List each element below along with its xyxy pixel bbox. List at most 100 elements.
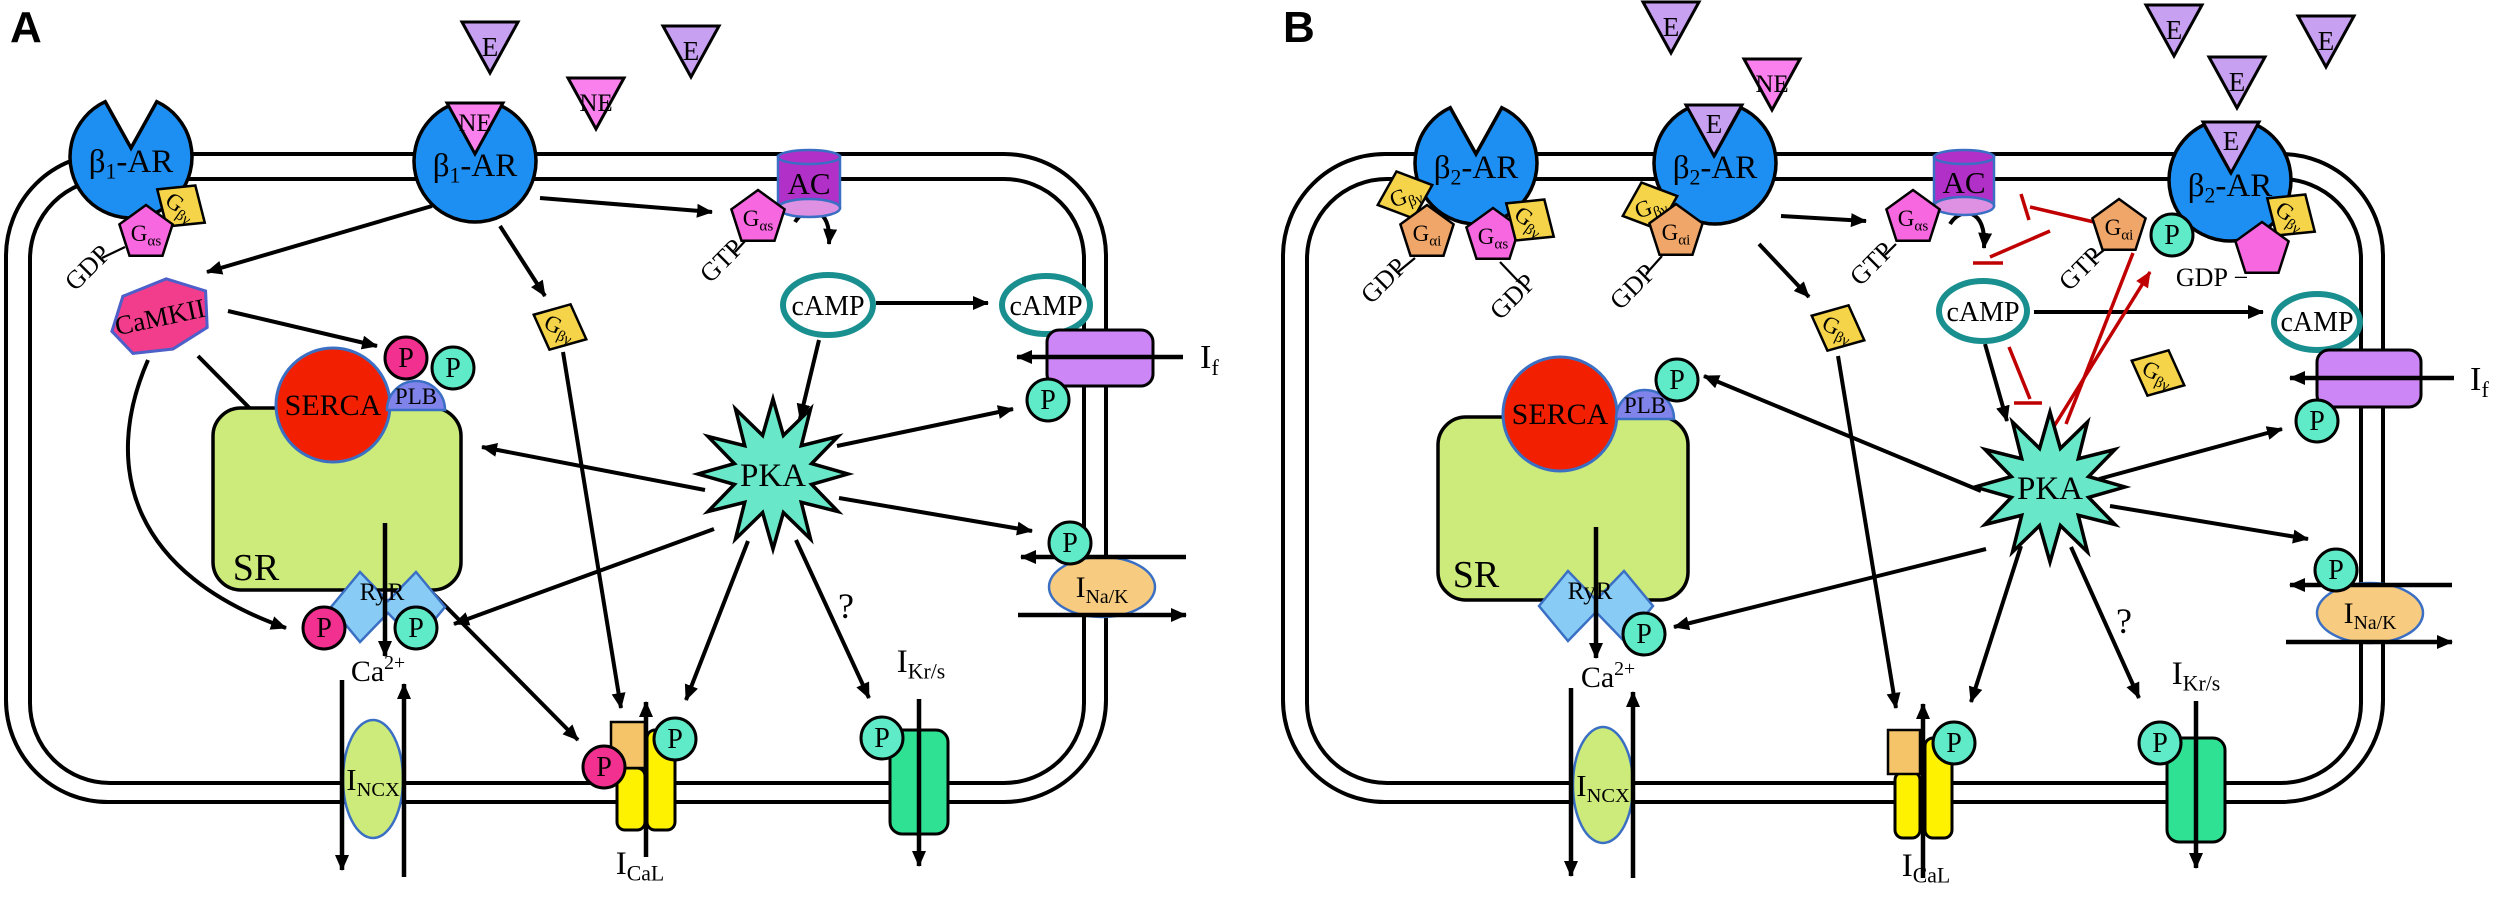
a-pka-label: PKA [740, 458, 806, 494]
a-p-ical-teal-label: P [667, 724, 683, 755]
b-gdp-tick-1 [1397, 257, 1416, 273]
cell-membrane-b [1281, 152, 2385, 804]
b-p-receptor-3 [2149, 212, 2195, 258]
panel-a-letter: A [10, 3, 42, 52]
b-gdp-dash-label: GDP − [2176, 263, 2248, 292]
b-gas-gtp-label: Gαs [1898, 206, 1929, 235]
b-gdp-tick-3 [1645, 255, 1663, 275]
b-gbg-free-1: Gβγ [1799, 291, 1877, 365]
arrow-a-camkii-to-ryr-p [126, 359, 287, 630]
a-if-label: If [1200, 339, 1219, 380]
b-ca-label: Ca2+ [1581, 658, 1635, 694]
current-arrows [335, 350, 2454, 878]
b-if-label: If [2470, 361, 2489, 402]
phosphate-badges: P P P P P P P P P P P P P P P P [301, 212, 2359, 790]
arrow-a-pka-to-inak-p [838, 496, 1033, 536]
b-e-bound-label-2: E [1706, 109, 1723, 139]
b-gas-label-1: Gαs [1478, 224, 1509, 253]
a-p-ical-pink [581, 744, 627, 790]
a-ca-label: Ca2+ [351, 652, 405, 688]
a-p-inak-label: P [1062, 528, 1078, 559]
arrow-b-gbg-to-ical [1836, 355, 1901, 709]
arrow-b-pka-to-ikrs-p [2069, 546, 2141, 699]
a-ac-label: AC [787, 166, 830, 201]
arrow-b-camp-to-pka [1983, 343, 2010, 422]
arrow-b-pka-to-ical-p [1968, 545, 2023, 703]
panel-b-shapes: Gβγ Gβγ Gβγ Gβγ Gβγ Gβγ [1367, 0, 2425, 845]
b-gbg-on-receptor-3: Gβγ [2251, 176, 2331, 254]
arrow-b-pka-to-plb-p [1703, 374, 1982, 493]
b-p-plb-label: P [1669, 365, 1685, 396]
arrow-b-b2ar-to-gas-gtp [1780, 213, 1867, 228]
b-p-ikrs [2137, 720, 2183, 766]
arrow-b-pka-to-if-p [2098, 426, 2283, 481]
b-ne-free-label: NE [1755, 71, 1788, 98]
a-ical-label: ICaL [616, 846, 664, 886]
a-gas-gtp-label: Gαs [743, 206, 774, 235]
inhibit-gai-to-camp-arrow [1989, 229, 2051, 259]
b-serca-label: SERCA [1512, 398, 1609, 431]
arrow-b-b2ar-to-gbg [1757, 242, 1811, 299]
a-incx-label: INCX [346, 762, 400, 801]
a-p-ryr-teal-label: P [408, 613, 424, 644]
b-p-inak [2313, 547, 2359, 593]
a-sr-label: SR [233, 547, 280, 589]
b-ical-channel-left [1893, 770, 1922, 840]
b-gdp-tick-2 [1499, 261, 1521, 284]
b-p-ical [1931, 720, 1977, 766]
a-ikrs-label: IKr/s [897, 644, 945, 684]
arrow-b-pka-to-inak-p [2109, 504, 2309, 544]
a-p-ical-pink-label: P [596, 752, 612, 783]
b-gtp-tick-1 [1884, 243, 1897, 256]
a-p-plb-teal [430, 345, 476, 391]
inhibit-gai-to-ac-tbar [2019, 193, 2031, 221]
a-b1ar-label-2: β1-AR [433, 148, 518, 188]
b-camp-label-2: cAMP [2280, 307, 2353, 338]
membrane-a-outer [4, 152, 1108, 804]
b-p-receptor-3-label: P [2164, 220, 2180, 251]
a-adenylyl-cyclase [776, 148, 842, 219]
b-incx-label: INCX [1576, 768, 1630, 807]
a-question-label: ? [838, 586, 854, 626]
arrow-a-pka-to-if-p [836, 405, 1014, 448]
b-p-plb [1654, 357, 1700, 403]
b-gbg-on-receptor-1-right: Gβγ [1490, 181, 1570, 259]
b-b2ar-label-3: β2-AR [2188, 168, 2273, 208]
b-gbg-on-receptor-1-left: Gβγ [1367, 160, 1443, 230]
b-e-label-2: E [2166, 15, 2183, 45]
b-p-if [2294, 398, 2340, 444]
arrow-a-pka-to-ical-p [684, 540, 750, 701]
a-gdp-tick-1 [101, 246, 126, 259]
arrow-a-b1ar-to-gas-gtp [539, 196, 713, 218]
arrow-a-gbg-to-ical [561, 351, 626, 709]
a-e-label-2: E [683, 36, 700, 66]
membrane-b-inner [1305, 177, 2363, 785]
panel-b-letter: B [1283, 3, 1315, 52]
a-p-ryr-pink [301, 605, 347, 651]
inhibit-camp-to-pka [2007, 346, 2032, 400]
red-arrow-pka-to-b2ar-p [2051, 271, 2152, 429]
b-b2ar-label-2: β2-AR [1673, 150, 1758, 190]
a-ne-free-label: NE [579, 90, 612, 117]
membrane-b-outer [1281, 152, 2385, 804]
text-labels: A B β1-AR β1-AR Gαs GDP NE E NE E CaMKII… [10, 3, 2489, 888]
b-ac-label: AC [1942, 165, 1985, 200]
arrow-a-b1ar-to-camkii [206, 204, 433, 275]
a-p-plb-pink-label: P [398, 343, 414, 374]
b-p-ical-label: P [1946, 728, 1962, 759]
b-p-ryr-label: P [1636, 619, 1652, 650]
a-p-ical-teal [652, 716, 698, 762]
a-ne-bound-label: NE [458, 110, 491, 137]
b-gtp-tick-2 [2093, 249, 2105, 259]
a-p-ryr-pink-label: P [316, 613, 332, 644]
a-p-if-label: P [1040, 385, 1056, 416]
b-ikrs-label: IKr/s [2172, 656, 2220, 696]
b-gai-label-2: Gαi [1662, 220, 1691, 249]
a-ac-top [776, 148, 842, 166]
arrow-a-b1ar-to-gbg [498, 224, 547, 298]
a-gbg-on-receptor-1: Gβγ [141, 167, 221, 245]
a-p-inak [1047, 520, 1093, 566]
b-gbg-free-2: Gβγ [2119, 336, 2197, 410]
arrow-a-pka-to-ikrs-p [794, 539, 871, 699]
b-p-ikrs-label: P [2152, 728, 2168, 759]
